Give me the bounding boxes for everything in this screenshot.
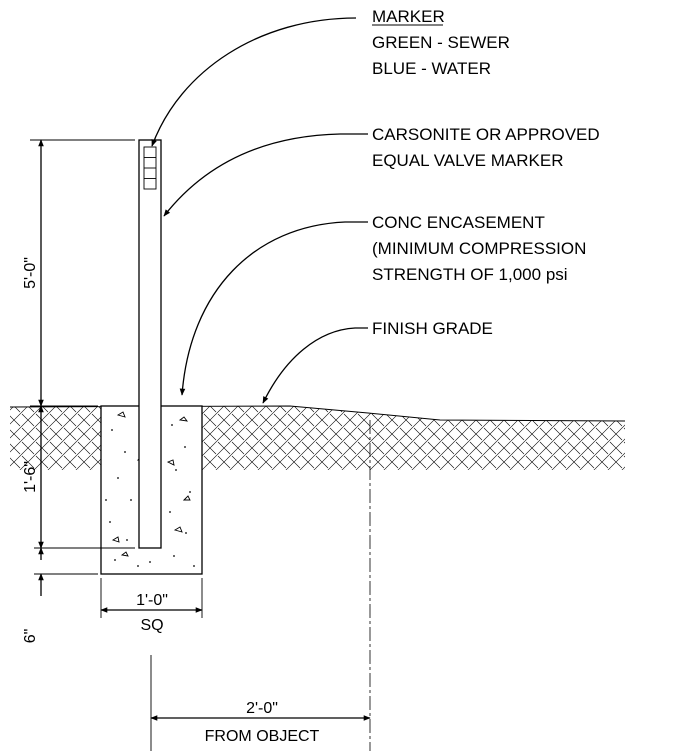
dim-text-offset-note: FROM OBJECT: [205, 728, 320, 745]
encasement-line3: STRENGTH OF 1,000 psi: [372, 265, 568, 284]
callout-valve-marker: CARSONITE OR APPROVED EQUAL VALVE MARKER: [372, 125, 600, 170]
marker-line-green: GREEN - SEWER: [372, 33, 510, 52]
callout-grade: FINISH GRADE: [372, 319, 493, 338]
valve-marker-line1: CARSONITE OR APPROVED: [372, 125, 600, 144]
dim-text-height-above-grade: 5'-0": [22, 257, 39, 289]
dim-text-base-depth: 6": [22, 629, 39, 644]
valve-marker-post: [138, 139, 162, 549]
marker-line-blue: BLUE - WATER: [372, 59, 491, 78]
marker-heading: MARKER: [372, 7, 445, 26]
callout-encasement: CONC ENCASEMENT (MINIMUM COMPRESSION STR…: [372, 213, 586, 284]
dimension-height-above-grade: [30, 139, 135, 407]
dim-text-width-note: SQ: [140, 617, 163, 634]
dimension-width: [100, 578, 203, 618]
concrete-stipple: [105, 424, 195, 567]
dimension-depth-below-grade: [30, 405, 135, 549]
leader-encasement: [179, 221, 368, 396]
dim-text-width: 1'-0": [136, 592, 168, 609]
leader-grade: [262, 327, 368, 404]
marker-decal: [143, 146, 157, 190]
grade-line1: FINISH GRADE: [372, 319, 493, 338]
encasement-line2: (MINIMUM COMPRESSION: [372, 239, 586, 258]
dim-text-offset: 2'-0": [246, 700, 278, 717]
valve-marker-line2: EQUAL VALVE MARKER: [372, 151, 563, 170]
dim-text-depth-below-grade: 1'-6": [22, 461, 39, 493]
dimension-base-depth: [34, 547, 98, 596]
callout-marker: MARKER GREEN - SEWER BLUE - WATER: [372, 7, 510, 78]
leader-marker: [151, 17, 357, 147]
leader-valve-marker: [163, 133, 368, 217]
encasement-line1: CONC ENCASEMENT: [372, 213, 545, 232]
